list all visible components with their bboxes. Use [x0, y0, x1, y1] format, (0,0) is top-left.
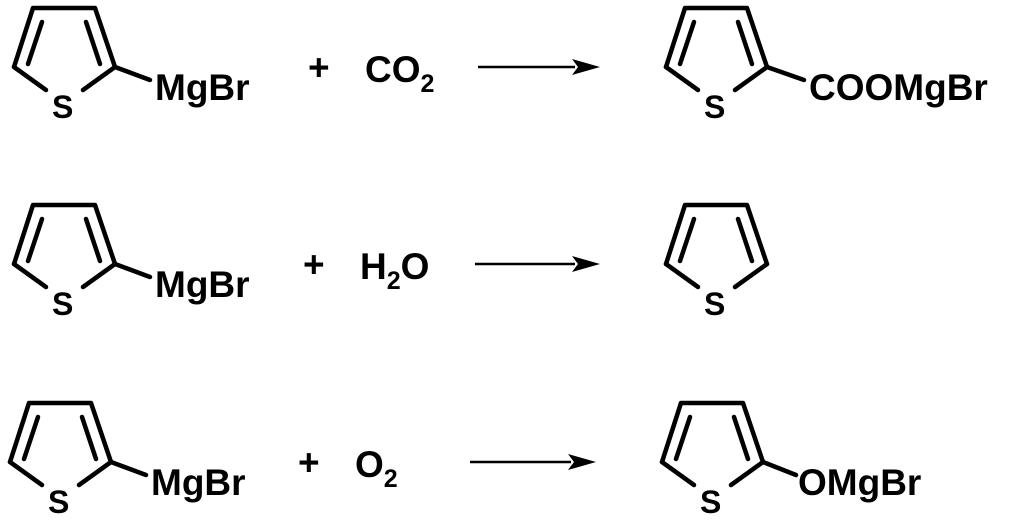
sulfur-label: S	[700, 484, 721, 520]
sulfur-label: S	[52, 286, 73, 322]
sulfur-label: S	[48, 484, 69, 520]
product-thiophene: S COOMgBr	[666, 8, 988, 125]
product-thiophene: S OMgBr	[662, 403, 921, 520]
reagent: H2O	[360, 246, 429, 295]
plus-sign: +	[308, 47, 330, 88]
substituent-label: MgBr	[155, 264, 250, 305]
substituent-label: MgBr	[151, 462, 246, 503]
product-thiophene: S	[666, 205, 767, 322]
substituent-label: MgBr	[155, 67, 250, 108]
plus-sign: +	[303, 244, 325, 285]
reaction-3: S MgBr + O2 S OMgBr	[10, 403, 921, 520]
sulfur-label: S	[704, 286, 725, 322]
reaction-2: S MgBr + H2O S	[14, 205, 767, 322]
sulfur-label: S	[704, 89, 725, 125]
reaction-1: S MgBr + CO2 S COOMgBr	[14, 8, 988, 125]
reactant-thiophene-mgbr: S MgBr	[14, 8, 250, 125]
arrow-head	[572, 59, 600, 75]
reagent: O2	[355, 444, 398, 493]
substituent-label: OMgBr	[798, 462, 921, 503]
plus-sign: +	[298, 442, 320, 483]
arrow-head	[572, 256, 600, 272]
reactant-thiophene-mgbr: S MgBr	[10, 403, 246, 520]
sulfur-label: S	[52, 89, 73, 125]
reactant-thiophene-mgbr: S MgBr	[14, 205, 250, 322]
reagent: CO2	[365, 49, 434, 98]
substituent-label: COOMgBr	[809, 67, 988, 108]
arrow-head	[568, 454, 596, 470]
